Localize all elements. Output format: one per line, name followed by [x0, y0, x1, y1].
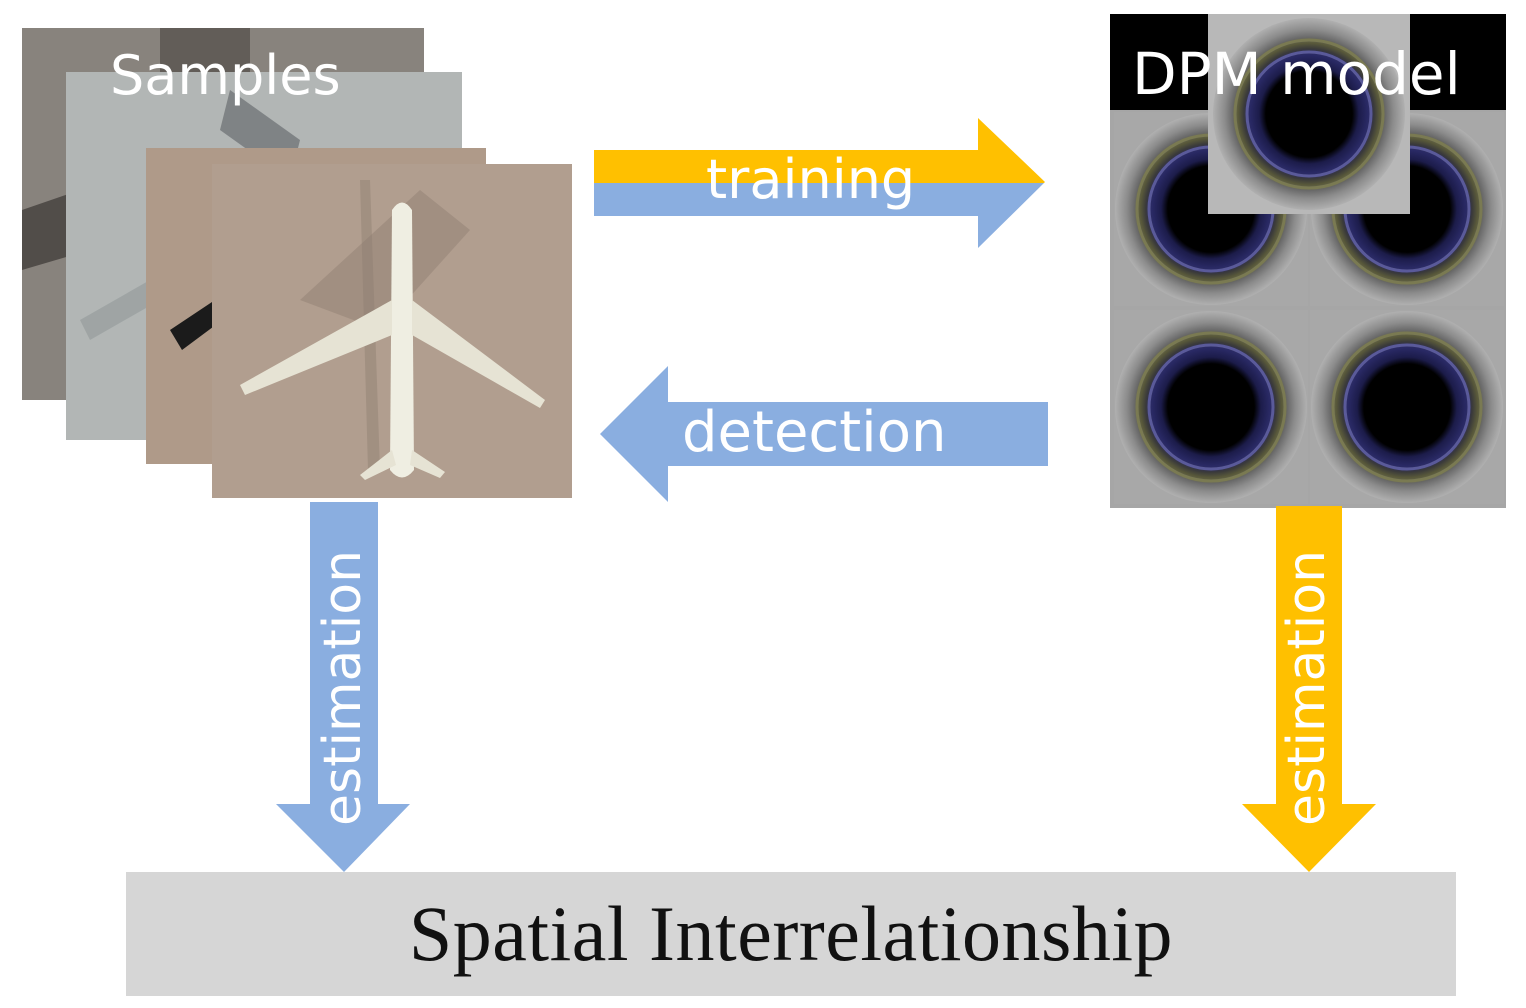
spatial-interrelationship-bar: Spatial Interrelationship: [126, 872, 1456, 996]
dpm-model-title: DPM model: [1132, 40, 1461, 108]
estimation-left-arrow: [276, 502, 410, 872]
estimation-right-label: estimation: [1277, 550, 1337, 826]
training-label: training: [706, 148, 916, 211]
dpm-model-panel: [1110, 14, 1506, 508]
detection-arrow: [600, 366, 1048, 502]
dpm-root-filter: [1208, 14, 1410, 214]
spatial-interrelationship-label: Spatial Interrelationship: [408, 890, 1174, 977]
samples-title: Samples: [110, 44, 341, 107]
detection-label: detection: [682, 400, 947, 465]
estimation-right-arrow: [1242, 506, 1376, 872]
dpm-part-filter-3: [1114, 310, 1308, 504]
training-arrow: [594, 118, 1045, 248]
sample-image-stack: [22, 28, 572, 498]
dpm-part-filter-4: [1310, 310, 1504, 504]
sample-image-4-airplane: [212, 164, 572, 498]
estimation-left-label: estimation: [313, 550, 373, 826]
